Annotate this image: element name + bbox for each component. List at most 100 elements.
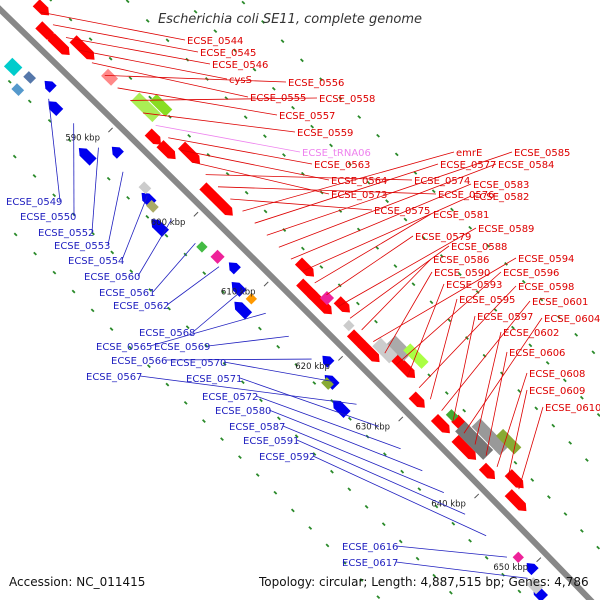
reverse-leader-line bbox=[255, 395, 401, 450]
ring-dot bbox=[337, 283, 342, 288]
feature-block bbox=[445, 409, 459, 422]
ring-dot bbox=[145, 18, 150, 23]
ring-dot bbox=[338, 96, 343, 101]
forward-leader-line bbox=[418, 285, 517, 389]
forward-gene-label: ECSE_0604 bbox=[544, 314, 600, 325]
forward-gene-label: ECSE_0601 bbox=[532, 297, 588, 308]
ring-dot bbox=[71, 289, 76, 294]
ring-dot bbox=[383, 452, 387, 457]
ring-dot bbox=[291, 105, 295, 110]
reverse-gene-arrow bbox=[322, 355, 335, 368]
reverse-leader-line bbox=[164, 358, 312, 361]
forward-gene-label: ECSE_0597 bbox=[477, 312, 533, 323]
scale-tick bbox=[108, 127, 113, 133]
forward-gene-label: ECSE_0579 bbox=[415, 232, 471, 243]
reverse-gene-label: ECSE_0592 bbox=[259, 452, 315, 463]
ring-dot bbox=[568, 440, 573, 445]
forward-gene-arrow bbox=[504, 469, 524, 489]
ring-dot bbox=[204, 343, 209, 348]
ring-dot bbox=[300, 58, 304, 63]
ring-dot bbox=[240, 380, 245, 385]
forward-gene-arrow bbox=[357, 340, 380, 363]
ring-dot bbox=[202, 419, 206, 423]
reverse-leader-line bbox=[395, 561, 528, 579]
ring-dot bbox=[432, 573, 437, 578]
forward-leader-line bbox=[117, 87, 278, 116]
ring-dot bbox=[403, 217, 408, 222]
forward-leader-line bbox=[155, 124, 301, 153]
ring-dot bbox=[308, 526, 313, 530]
ring-dot bbox=[338, 209, 343, 213]
ring-dot bbox=[376, 133, 380, 138]
forward-gene-label: ECSE_0595 bbox=[459, 295, 515, 306]
ring-dot bbox=[347, 416, 352, 421]
ring-dot bbox=[294, 434, 299, 439]
ring-dot bbox=[579, 395, 584, 400]
ring-dot bbox=[596, 545, 600, 550]
reverse-gene-label: ECSE_0554 bbox=[68, 256, 124, 267]
forward-gene-arrow bbox=[47, 33, 70, 56]
ring-dot bbox=[91, 231, 95, 236]
forward-gene-arrow bbox=[430, 414, 450, 434]
ring-dot bbox=[329, 143, 333, 148]
ring-dot bbox=[545, 360, 550, 365]
reverse-gene-arrow bbox=[234, 301, 253, 320]
reverse-gene-label: ECSE_0560 bbox=[84, 272, 140, 283]
forward-leader-line bbox=[430, 298, 458, 400]
forward-leader-line bbox=[78, 49, 228, 80]
ring-dot bbox=[220, 437, 224, 442]
ring-dot bbox=[221, 289, 225, 294]
ring-dot bbox=[32, 174, 37, 178]
forward-gene-label: ECSE_tRNA06 bbox=[302, 148, 371, 159]
scale-tick bbox=[263, 281, 269, 287]
reverse-gene-label: ECSE_0617 bbox=[342, 558, 398, 569]
ring-dot bbox=[282, 228, 287, 232]
reverse-leader-line bbox=[152, 242, 196, 293]
ring-dot bbox=[534, 406, 539, 411]
reverse-gene-label: ECSE_0561 bbox=[99, 288, 155, 299]
ring-dot bbox=[67, 138, 72, 143]
scale-tick-label: 620 kbp bbox=[295, 362, 330, 372]
ring-dot bbox=[255, 473, 260, 477]
reverse-leader-line bbox=[166, 266, 220, 306]
forward-leader-line bbox=[384, 271, 433, 354]
ring-dot bbox=[484, 555, 489, 560]
forward-gene-arrow bbox=[178, 141, 201, 164]
reverse-gene-label: ECSE_0568 bbox=[139, 328, 195, 339]
reverse-gene-label: ECSE_0566 bbox=[111, 356, 167, 367]
forward-leader-line bbox=[168, 137, 313, 165]
forward-leader-line bbox=[278, 163, 497, 248]
forward-gene-label: cysS bbox=[229, 75, 252, 86]
ring-dot bbox=[108, 56, 113, 61]
forward-gene-label: ECSE_0557 bbox=[279, 111, 335, 122]
feature-block bbox=[319, 290, 335, 306]
forward-leader-line bbox=[91, 62, 249, 98]
ring-dot bbox=[13, 232, 18, 237]
forward-gene-label: ECSE_0563 bbox=[314, 160, 370, 171]
reverse-gene-arrow bbox=[111, 146, 124, 159]
ring-dot bbox=[468, 538, 472, 543]
forward-leader-line bbox=[373, 257, 517, 342]
feature-block bbox=[23, 71, 37, 84]
ring-dot bbox=[319, 265, 324, 269]
forward-gene-label: ECSE_0585 bbox=[514, 148, 570, 159]
reverse-leader-line bbox=[121, 195, 148, 261]
ring-dot bbox=[400, 469, 405, 474]
gene-labels: ECSE_0544ECSE_0545ECSE_0546cysSECSE_0555… bbox=[6, 36, 600, 569]
reverse-leader-line bbox=[149, 312, 266, 347]
ring-dot bbox=[300, 246, 305, 251]
forward-gene-label: ECSE_0577 bbox=[440, 160, 496, 171]
ring-dot bbox=[434, 504, 439, 509]
ring-dot bbox=[579, 528, 584, 533]
forward-leader-line bbox=[452, 315, 476, 422]
feature-block bbox=[149, 94, 173, 117]
ring-dot bbox=[312, 381, 317, 385]
ring-dot bbox=[276, 344, 281, 349]
ring-dot bbox=[68, 17, 73, 22]
forward-gene-arrow bbox=[69, 35, 95, 60]
ring-dot bbox=[374, 319, 378, 324]
ring-dot bbox=[183, 400, 188, 405]
